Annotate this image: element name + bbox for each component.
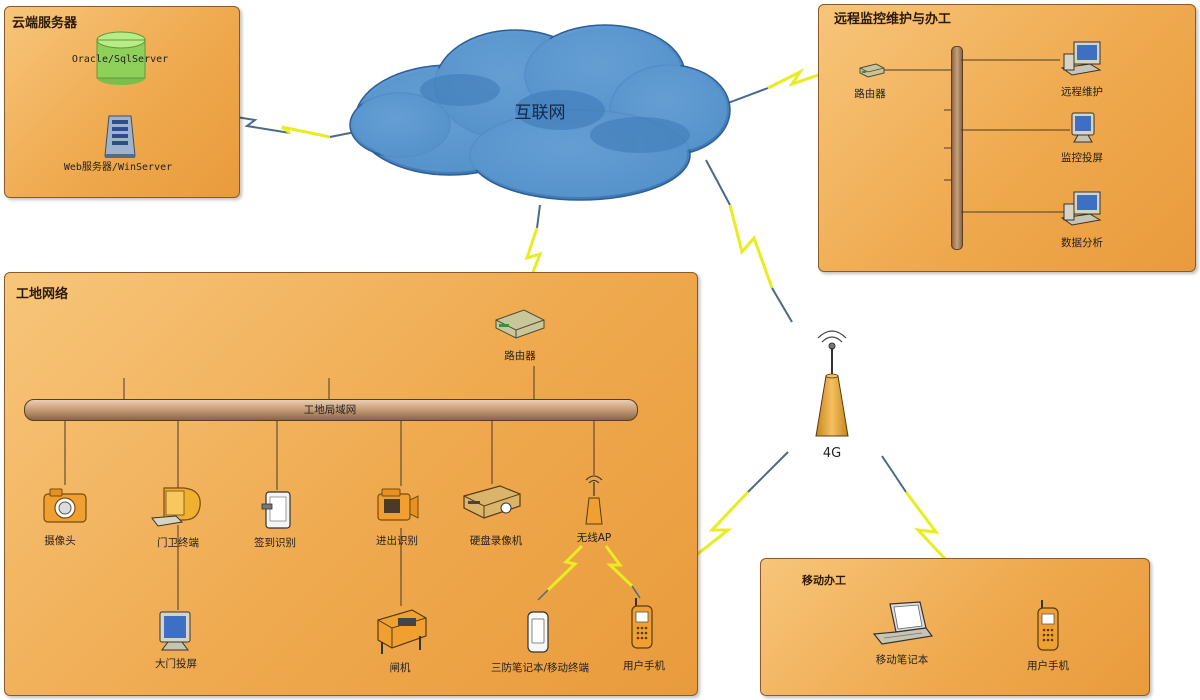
rugged-device-label: 三防笔记本/移动终端 — [490, 662, 590, 674]
nvr-icon — [463, 485, 521, 519]
turnstile-icon — [377, 609, 427, 654]
site-router-label: 路由器 — [504, 350, 536, 362]
web-server-icon — [104, 115, 136, 158]
web-server-label: Web服务器/WinServer — [63, 162, 173, 173]
mobile-office-title: 移动办工 — [802, 574, 846, 587]
mobile-phone-icon — [1037, 600, 1059, 651]
wireless-ap-label: 无线AP — [576, 532, 612, 544]
maintenance-label: 远程维护 — [1061, 86, 1103, 98]
turnstile-label: 闸机 — [389, 662, 411, 674]
rugged-device-icon — [527, 611, 549, 653]
site-network-panel — [4, 272, 698, 696]
mobile-laptop-label: 移动笔记本 — [875, 654, 929, 666]
internet-to-4g-link — [705, 159, 793, 323]
database-icon — [96, 31, 146, 85]
site-phone-label: 用户手机 — [623, 660, 665, 672]
remote-router-icon — [859, 63, 885, 78]
nvr-label: 硬盘录像机 — [469, 535, 523, 547]
maintenance-computer-icon — [1060, 41, 1102, 76]
database-label: Oracle/SqlServer — [71, 54, 169, 65]
id-recognition-label: 签到识别 — [254, 537, 296, 549]
wireless-ap-icon — [585, 475, 603, 525]
main-gate-screen-label: 大门投屏 — [155, 658, 197, 670]
remote-router-label: 路由器 — [854, 88, 886, 100]
gate-terminal-icon — [151, 487, 201, 527]
site-network-title: 工地网络 — [16, 287, 69, 302]
analysis-computer-icon — [1060, 191, 1102, 226]
cloud-servers-title: 云端服务器 — [12, 16, 78, 31]
access-recognition-label: 进出识别 — [376, 535, 418, 547]
site-phone-icon — [631, 598, 653, 649]
id-recognition-icon — [261, 491, 291, 529]
remote-office-panel — [818, 4, 1196, 272]
4g-tower-icon — [815, 330, 849, 437]
mobile-laptop-icon — [872, 601, 934, 645]
remote-office-bus — [951, 46, 963, 250]
gate-terminal-label: 门卫终端 — [157, 537, 199, 549]
monitor-screen-icon — [1071, 112, 1095, 143]
site-lan-bus — [24, 399, 638, 421]
mobile-phone-label: 用户手机 — [1027, 660, 1069, 672]
camera-icon — [43, 488, 87, 523]
4g-label: 4G — [822, 446, 842, 461]
camera-label: 摄像头 — [44, 535, 76, 547]
main-gate-screen-icon — [159, 611, 191, 651]
remote-office-title: 远程监控维护与办工 — [834, 12, 952, 27]
internet-label: 互联网 — [514, 103, 566, 123]
mobile-office-panel — [760, 558, 1150, 696]
internet-cloud-icon — [349, 24, 731, 201]
access-recognition-icon — [377, 488, 419, 521]
site-lan-label: 工地局域网 — [303, 404, 357, 416]
analysis-label: 数据分析 — [1061, 237, 1103, 249]
site-router-icon — [495, 309, 545, 339]
monitor-screen-label: 监控投屏 — [1061, 152, 1103, 164]
